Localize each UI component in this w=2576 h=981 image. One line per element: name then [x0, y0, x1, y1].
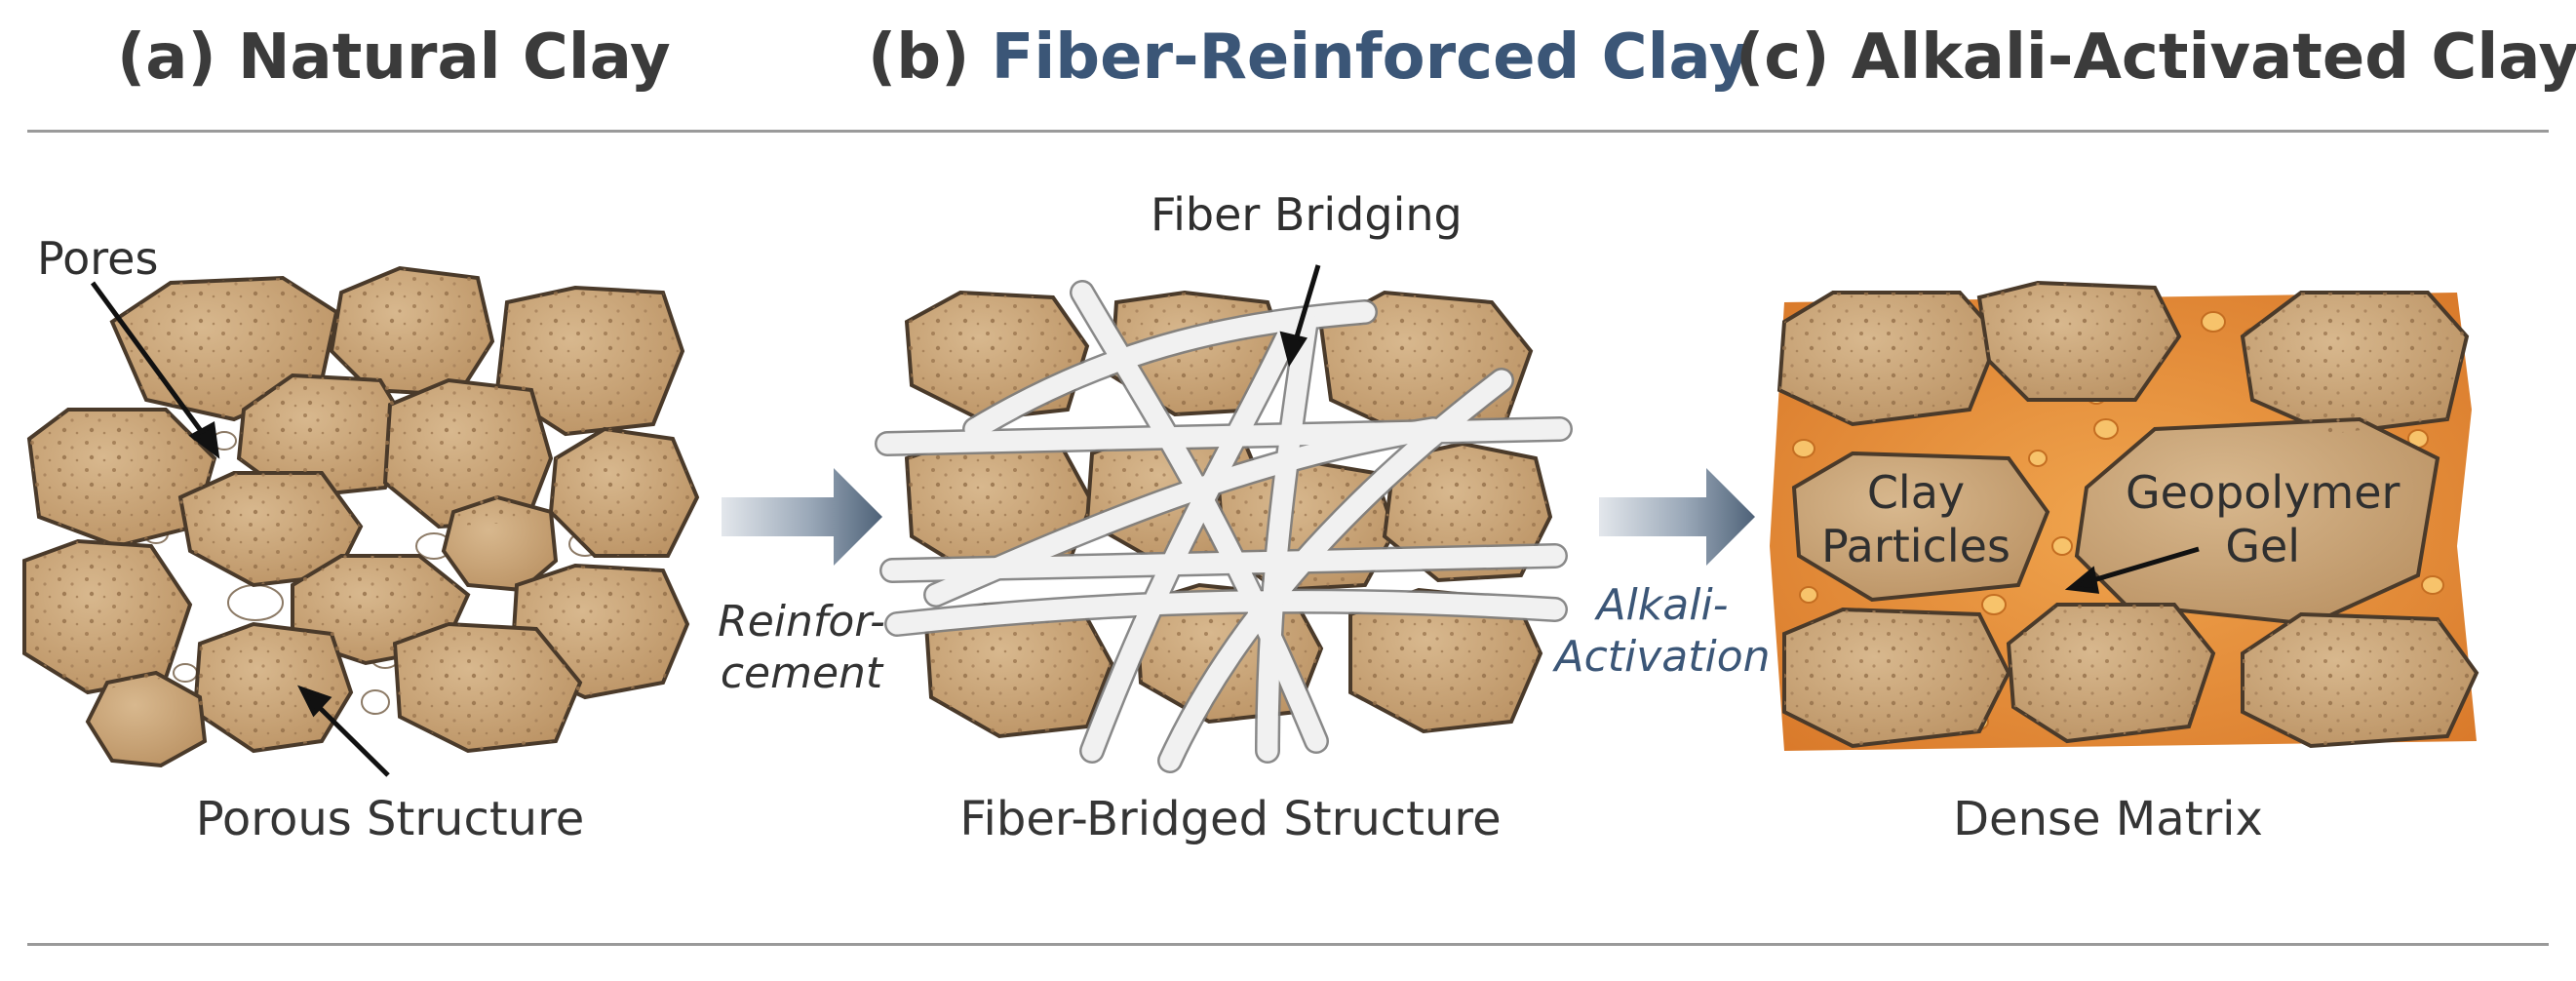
- alkali-activated-structure: [1770, 280, 2479, 751]
- fiber-bridging-label: Fiber Bridging: [1151, 188, 1463, 241]
- fiber-bridging-pointer: [1279, 264, 1321, 368]
- top-divider: [27, 130, 2549, 133]
- porous-structure-pointer: [297, 685, 390, 777]
- bottom-divider: [27, 943, 2549, 946]
- fiber-reinforced-structure: [875, 264, 1573, 773]
- panel-b-title: (b) Fiber-Reinforced Clay: [868, 21, 1749, 94]
- reinforcement-label: Reinfor- cement: [718, 597, 885, 700]
- panel-c-prefix: (c): [1736, 21, 1830, 94]
- panel-a-title-text: Natural Clay: [237, 21, 671, 94]
- clay-texture-c: [1779, 283, 2477, 746]
- reinforcement-line2: cement: [720, 647, 883, 698]
- reinforcement-line1: Reinfor-: [718, 597, 885, 647]
- alkali-activation-label: Alkali- Activation: [1554, 580, 1770, 684]
- clay-particles-line2: Particles: [1821, 520, 2010, 573]
- clay-particles-label: Clay Particles: [1821, 466, 2010, 573]
- pores-pointer: [90, 281, 220, 459]
- geopolymer-line1: Geopolymer: [2126, 466, 2400, 519]
- panel-c-title-text: Alkali-Activated Clay: [1851, 21, 2576, 94]
- panel-b-caption: Fiber-Bridged Structure: [959, 792, 1502, 846]
- fibers: [875, 280, 1573, 773]
- panel-b-prefix: (b): [868, 21, 970, 94]
- clay-texture-a: [24, 268, 697, 751]
- panel-a-title: (a) Natural Clay: [117, 21, 671, 94]
- pores-label: Pores: [37, 232, 159, 285]
- clay-particles-line1: Clay: [1866, 466, 1966, 519]
- geopolymer-line2: Gel: [2225, 520, 2301, 573]
- geopolymer-pointer: [2064, 546, 2200, 594]
- natural-clay-structure: [22, 265, 700, 777]
- reinforcement-arrow: [722, 468, 882, 566]
- panel-c-caption: Dense Matrix: [1953, 792, 2263, 846]
- panel-a-caption: Porous Structure: [195, 792, 585, 846]
- panel-b-title-text: Fiber-Reinforced Clay: [991, 21, 1750, 94]
- panel-a-prefix: (a): [117, 21, 216, 94]
- panel-c-title: (c) Alkali-Activated Clay: [1736, 21, 2576, 94]
- geopolymer-gel-label: Geopolymer Gel: [2126, 466, 2400, 573]
- alkali-line2: Activation: [1554, 631, 1771, 682]
- alkali-activation-arrow: [1599, 468, 1755, 566]
- alkali-line1: Alkali-: [1596, 580, 1729, 630]
